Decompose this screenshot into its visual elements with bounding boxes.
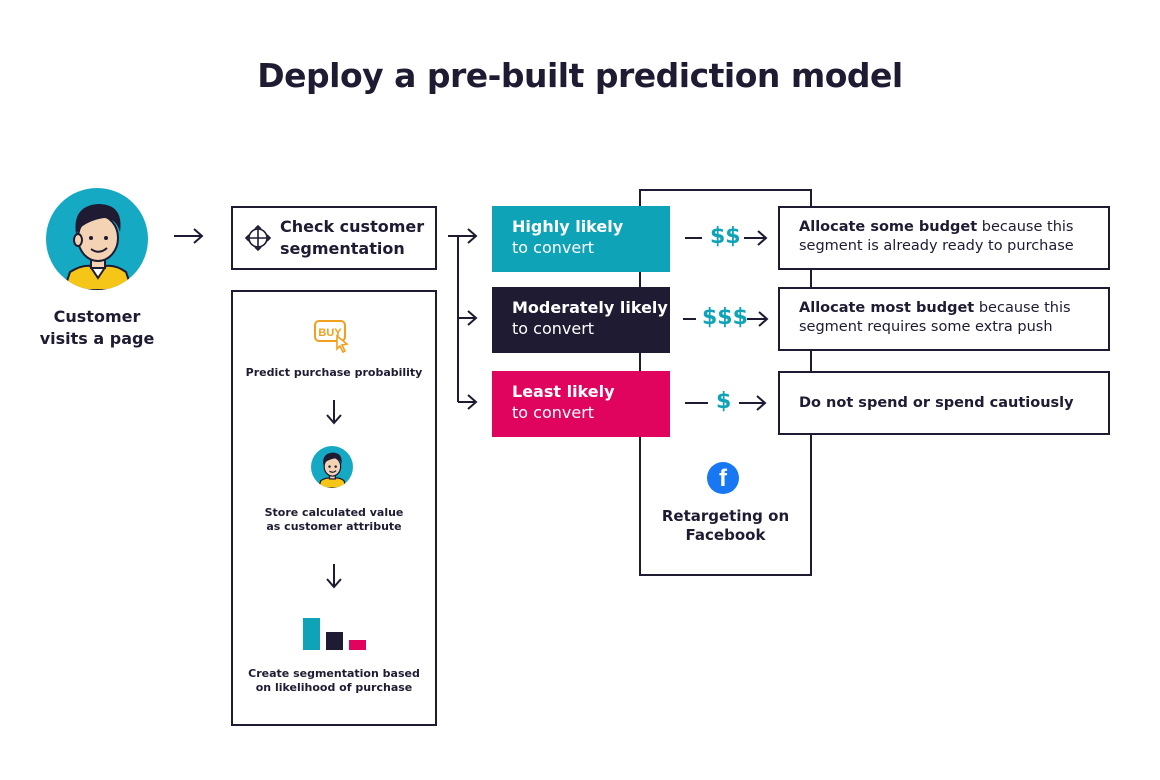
arrow-right-icon bbox=[747, 311, 769, 327]
segmentation-label: Check customer segmentation bbox=[280, 216, 430, 260]
segment-least-likely: Least likely to convert bbox=[492, 371, 670, 437]
allocation-line1: Do not spend or spend cautiously bbox=[799, 394, 1108, 413]
allocation-bold: Allocate most budget bbox=[799, 300, 975, 316]
bar-least bbox=[349, 640, 366, 650]
facebook-icon: f bbox=[707, 462, 739, 494]
segmentation-label-line1: Check customer bbox=[280, 217, 425, 236]
segment-subtitle: to convert bbox=[512, 319, 595, 338]
allocation-line1: Allocate some budget because this bbox=[799, 218, 1108, 237]
buy-icon: BUY bbox=[313, 318, 351, 356]
segmentation-box bbox=[231, 206, 437, 270]
bar-high bbox=[303, 618, 320, 650]
budget-symbol: $ bbox=[716, 389, 732, 414]
allocation-bold: Allocate some budget bbox=[799, 219, 978, 235]
budget-symbol: $$$ bbox=[702, 305, 748, 330]
allocation-line2: segment is already ready to purchase bbox=[799, 238, 1074, 254]
retargeting-line1: Retargeting on bbox=[661, 507, 790, 525]
budget-symbol: $$ bbox=[710, 224, 741, 249]
customer-label-line1: Customer bbox=[53, 307, 141, 326]
allocation-rest: because this bbox=[974, 300, 1071, 316]
dash-icon bbox=[685, 402, 708, 404]
allocation-box: Allocate most budget because this segmen… bbox=[778, 287, 1110, 351]
segment-title: Highly likely bbox=[512, 217, 624, 236]
allocation-box: Do not spend or spend cautiously bbox=[778, 371, 1110, 435]
step-3-line2: on likelihood of purchase bbox=[255, 681, 413, 694]
dash-icon bbox=[683, 318, 696, 320]
arrow-down-icon bbox=[326, 564, 342, 589]
segment-highly-likely: Highly likely to convert bbox=[492, 206, 670, 272]
customer-label-line2: visits a page bbox=[39, 329, 155, 348]
arrow-right-icon bbox=[744, 230, 768, 246]
bar-moderate bbox=[326, 632, 343, 650]
person-illustration bbox=[62, 204, 134, 290]
step-2-text: Store calculated value as customer attri… bbox=[239, 506, 429, 534]
retargeting-line2: Facebook bbox=[685, 526, 766, 544]
arrow-right-icon bbox=[174, 228, 204, 244]
page-title: Deploy a pre-built prediction model bbox=[257, 56, 903, 95]
allocation-line1: Allocate most budget because this bbox=[799, 299, 1108, 318]
arrow-right-icon bbox=[739, 395, 767, 411]
allocation-rest: because this bbox=[977, 219, 1074, 235]
segment-title: Moderately likely bbox=[512, 298, 668, 317]
allocation-box: Allocate some budget because this segmen… bbox=[778, 206, 1110, 270]
bar-chart-icon bbox=[303, 618, 366, 650]
customer-avatar bbox=[46, 188, 148, 290]
avatar-icon bbox=[311, 446, 353, 488]
branch-connector bbox=[448, 228, 478, 410]
move-icon bbox=[244, 224, 272, 252]
arrow-down-icon bbox=[326, 400, 342, 425]
customer-label: Customer visits a page bbox=[30, 306, 164, 350]
allocation-line2: segment requires some extra push bbox=[799, 319, 1053, 335]
step-2-line2: as customer attribute bbox=[266, 520, 402, 533]
segment-moderately-likely: Moderately likely to convert bbox=[492, 287, 670, 353]
step-3-text: Create segmentation based on likelihood … bbox=[239, 667, 429, 695]
step-1-text: Predict purchase probability bbox=[239, 366, 429, 380]
segment-subtitle: to convert bbox=[512, 403, 595, 422]
segmentation-label-line2: segmentation bbox=[280, 239, 405, 258]
retargeting-label: Retargeting on Facebook bbox=[658, 507, 793, 545]
dash-icon bbox=[685, 237, 702, 239]
step-3-line1: Create segmentation based bbox=[248, 667, 420, 680]
step-2-line1: Store calculated value bbox=[264, 506, 404, 519]
segment-subtitle: to convert bbox=[512, 238, 595, 257]
process-column bbox=[231, 290, 437, 726]
segment-title: Least likely bbox=[512, 382, 615, 401]
step-1-line1: Predict purchase probability bbox=[245, 366, 423, 379]
allocation-bold: Do not spend or spend cautiously bbox=[799, 395, 1074, 411]
